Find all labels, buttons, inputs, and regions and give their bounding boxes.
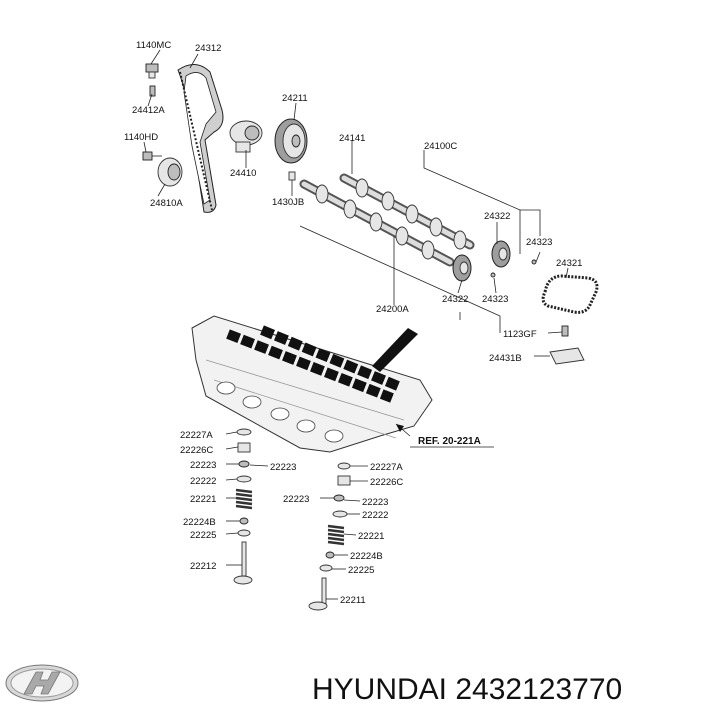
label-22221-right: 22221: [358, 531, 384, 542]
bolt-24323: [531, 259, 537, 265]
bolt-24323-lower: [490, 272, 496, 278]
label-22223-right-a: 22223: [283, 494, 309, 505]
leader-lines: [143, 49, 569, 357]
label-24200a: 24200A: [376, 304, 409, 315]
label-22211-right: 22211: [340, 595, 366, 606]
label-22223-left-a: 22223: [190, 460, 216, 471]
bolt-24412a: [149, 85, 156, 97]
label-22224b-right: 22224B: [350, 551, 383, 562]
tensioner-24410: [229, 120, 263, 153]
label-1140hd: 1140HD: [124, 132, 158, 143]
label-22212-left: 22212: [190, 561, 216, 572]
ref-arrow: [395, 423, 494, 448]
label-24323-lower: 24323: [482, 294, 508, 305]
label-24810a: 24810A: [150, 198, 183, 209]
sprocket-24211: [274, 118, 308, 164]
label-22223-right-b: 22223: [362, 497, 388, 508]
label-22225-right: 22225: [348, 565, 374, 576]
label-24322-upper: 24322: [484, 211, 510, 222]
label-24412a: 24412A: [132, 105, 165, 116]
label-22222-right: 22222: [362, 510, 388, 521]
label-24100c: 24100C: [424, 141, 457, 152]
chain-24321: [541, 274, 599, 314]
sprocket-24322-upper: [491, 240, 511, 268]
label-24431b: 24431B: [489, 353, 522, 364]
idler-24810a: [157, 157, 183, 187]
label-1140mc: 1140MC: [136, 40, 171, 51]
label-22227a-left: 22227A: [180, 430, 213, 441]
label-24323-upper: 24323: [526, 237, 552, 248]
bolt-1123gf: [561, 325, 569, 337]
label-24410: 24410: [230, 168, 256, 179]
valve-stack-left: [233, 428, 253, 585]
sprocket-24322-lower: [452, 254, 472, 282]
camshaft-exhaust: [339, 173, 475, 250]
bolt-1140hd: [142, 151, 162, 161]
label-24211: 24211: [282, 93, 308, 104]
bolt-1140mc: [145, 63, 159, 79]
label-22226c-right: 22226C: [370, 477, 403, 488]
label-22221-left: 22221: [190, 494, 216, 505]
label-24321: 24321: [556, 258, 582, 269]
camshaft-intake: [299, 179, 455, 267]
label-1123gf: 1123GF: [503, 329, 537, 340]
timing-belt: [177, 64, 224, 213]
label-22224b-left: 22224B: [183, 517, 216, 528]
label-22223-left-b: 22223: [270, 462, 296, 473]
guide-24431b: [549, 347, 585, 365]
valve-leader-lines: [225, 431, 368, 600]
label-22225-left: 22225: [190, 530, 216, 541]
label-22226c-left: 22226C: [180, 445, 213, 456]
label-24141: 24141: [339, 133, 365, 144]
label-24312: 24312: [195, 43, 221, 54]
ref-label: REF. 20-221A: [418, 436, 481, 447]
label-22222-left: 22222: [190, 476, 216, 487]
label-1430jb: 1430JB: [272, 197, 304, 208]
cylinder-head: [191, 315, 433, 453]
label-22227a-right: 22227A: [370, 462, 403, 473]
hyundai-logo: [5, 664, 79, 702]
dowel-1430jb: [288, 171, 296, 181]
label-24322-lower: 24322: [442, 294, 468, 305]
valve-stack-right: [308, 462, 351, 611]
brand-part-number: HYUNDAI 2432123770: [312, 673, 622, 706]
